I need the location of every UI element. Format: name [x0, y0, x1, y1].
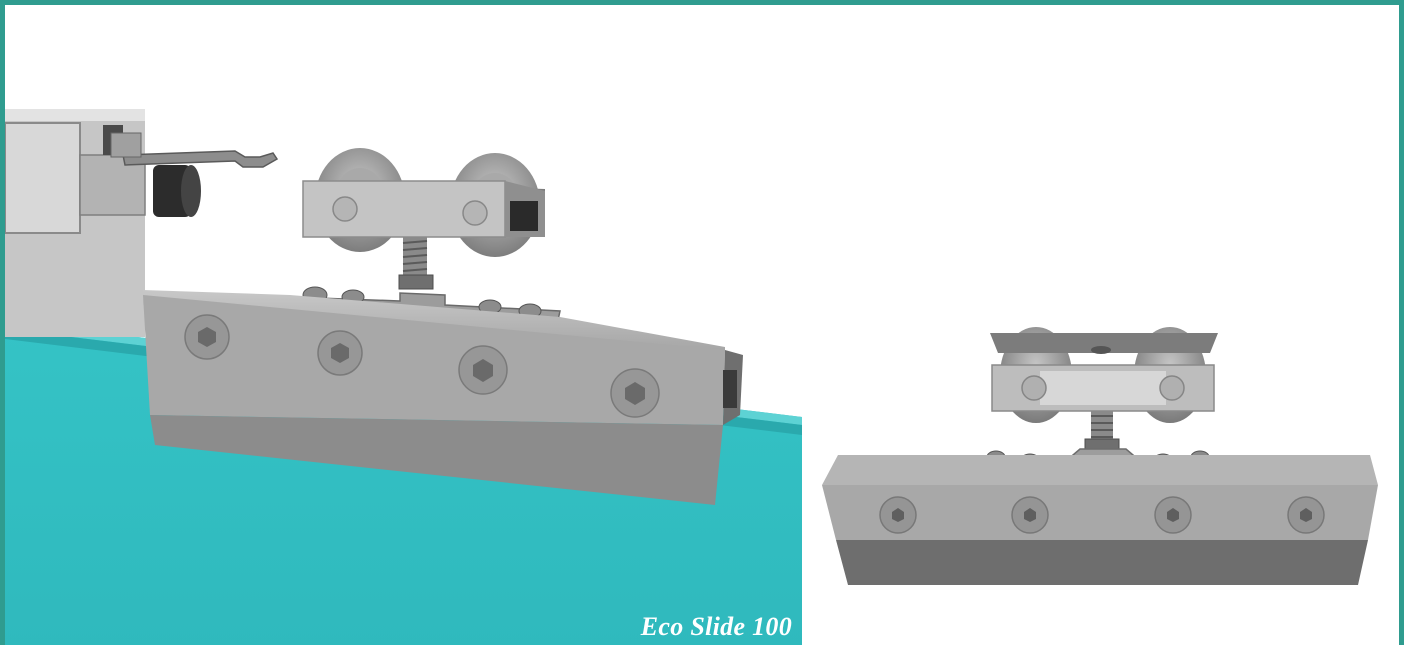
- right-product-view: [808, 5, 1399, 645]
- glass-clamp-top: [822, 455, 1378, 485]
- panel-divider: [802, 5, 808, 645]
- hex-screws: [879, 496, 1325, 534]
- roller-front-illustration: [822, 327, 1378, 585]
- stopper-arm: [122, 150, 279, 168]
- glass-clamp-top: [143, 290, 725, 351]
- roller-perspective-illustration: [5, 109, 802, 645]
- stopper-body: [153, 165, 191, 217]
- adjustment-nut: [398, 274, 434, 290]
- adjustment-bolt: [1091, 411, 1113, 441]
- product-caption: Eco Slide 100: [640, 612, 792, 641]
- glass-clamp-front: [822, 485, 1378, 540]
- hex-screws: [184, 314, 660, 418]
- left-product-view: Eco Slide 100: [5, 5, 802, 645]
- glass-clamp-front: [143, 295, 725, 425]
